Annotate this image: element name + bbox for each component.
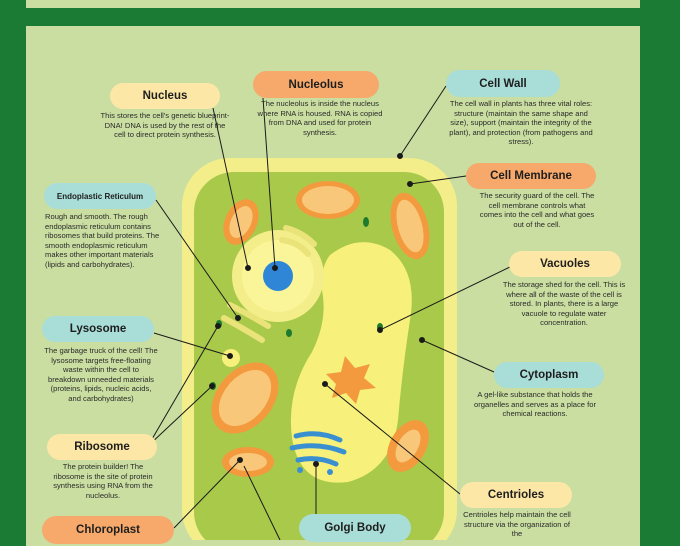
cell-wall-description: The cell wall in plants has three vital … [449,99,593,147]
chloroplast-label: Chloroplast [42,516,174,544]
golgi-body-label: Golgi Body [299,514,411,542]
centrioles-label: Centrioles [460,482,572,508]
cell-wall-label: Cell Wall [446,70,560,97]
ribosome-description: The protein builder! The ribosome is the… [53,462,153,500]
top-panel-edge [26,0,640,8]
nucleus-label: Nucleus [110,83,220,109]
cell-membrane-label: Cell Membrane [466,163,596,189]
nucleolus-description: The nucleolus is inside the nucleus wher… [257,99,383,137]
vacuoles-label: Vacuoles [509,251,621,277]
nucleolus-label: Nucleolus [253,71,379,98]
cytoplasm-label: Cytoplasm [494,362,604,388]
ribosome-label: Ribosome [47,434,157,460]
vacuoles-description: The storage shed for the cell. This is w… [502,280,626,328]
endoplasmic-reticulum-description: Rough and smooth. The rough endoplasmic … [45,212,160,269]
cell-membrane-description: The security guard of the cell. The cell… [479,191,595,229]
nucleolus-shape [263,261,293,291]
cytoplasm-description: A gel-like substance that holds the orga… [474,390,596,419]
lysosome-label: Lysosome [42,316,154,342]
nucleus-description: This stores the cell's genetic blueprint… [100,111,230,140]
centrioles-description: Centrioles help maintain the cell struct… [463,510,571,539]
vacuole-shape [290,242,412,483]
chloroplast-shapes [211,181,430,477]
centriole-shape [326,356,376,404]
endoplasmic-reticulum-label: Endoplastic Reticulum [44,183,156,209]
golgi-shape [289,431,347,467]
lysosome-description: The garbage truck of the cell! The lysos… [44,346,158,403]
